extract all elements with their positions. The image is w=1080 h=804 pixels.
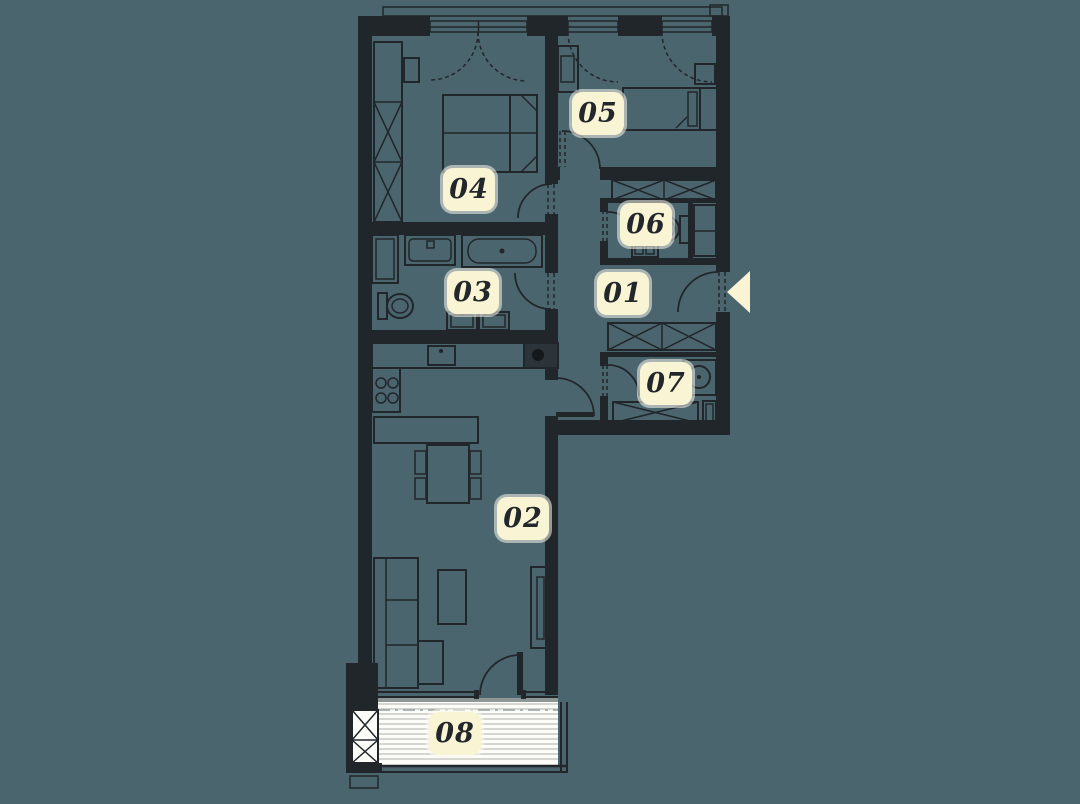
room-badge-02: 02 [497, 497, 549, 540]
living-room-furniture [372, 557, 558, 699]
entrance-arrow-icon [727, 271, 750, 313]
room-badge-08: 08 [429, 712, 481, 755]
parapet-line [382, 4, 729, 17]
room-badge-05: 05 [572, 92, 624, 135]
room-badge-03: 03 [447, 271, 499, 314]
walls [346, 16, 730, 773]
windows [429, 20, 713, 83]
bathroom-03-fixtures [371, 234, 555, 331]
kitchen-fixtures [371, 342, 559, 504]
room-badge-07: 07 [640, 362, 692, 405]
room-badge-06: 06 [620, 203, 672, 246]
room-04-furniture [373, 41, 555, 223]
balcony-details [349, 702, 568, 789]
room-badge-01: 01 [597, 272, 649, 315]
room-badge-04: 04 [443, 168, 495, 211]
